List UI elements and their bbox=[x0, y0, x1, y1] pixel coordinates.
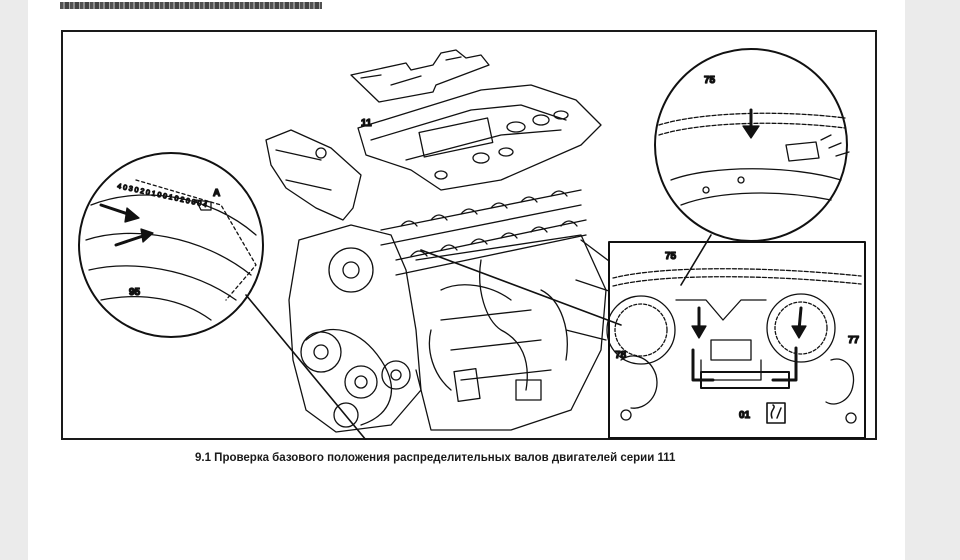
label-a: A bbox=[213, 188, 220, 199]
timing-side-cover bbox=[265, 129, 362, 221]
page-margin bbox=[905, 0, 960, 560]
camshaft-detail-inset bbox=[606, 241, 866, 439]
label-01: 01 bbox=[739, 410, 751, 421]
label-75-top: 75 bbox=[704, 75, 716, 86]
label-77: 77 bbox=[848, 335, 860, 346]
label-11-cover: 11 bbox=[361, 118, 372, 129]
leader-lines bbox=[245, 234, 712, 440]
camshafts bbox=[380, 189, 587, 276]
timing-mark-detail-circle bbox=[78, 152, 264, 338]
engine-block bbox=[288, 224, 622, 433]
label-78: 78 bbox=[615, 350, 627, 361]
label-75-inset: 75 bbox=[665, 251, 677, 262]
upper-cover-plate bbox=[350, 49, 490, 103]
tool-symbol-icon bbox=[766, 402, 786, 424]
scanned-header-strip bbox=[60, 2, 322, 9]
figure-caption: 9.1 Проверка базового положения распреде… bbox=[195, 452, 676, 464]
engine-diagram: 75 11 A 95 75 78 77 01 4 0 3 0 2 0 1 0 0… bbox=[78, 48, 866, 440]
label-95: 95 bbox=[129, 287, 141, 298]
chain-detail-circle bbox=[654, 48, 850, 242]
valve-cover bbox=[357, 84, 602, 191]
